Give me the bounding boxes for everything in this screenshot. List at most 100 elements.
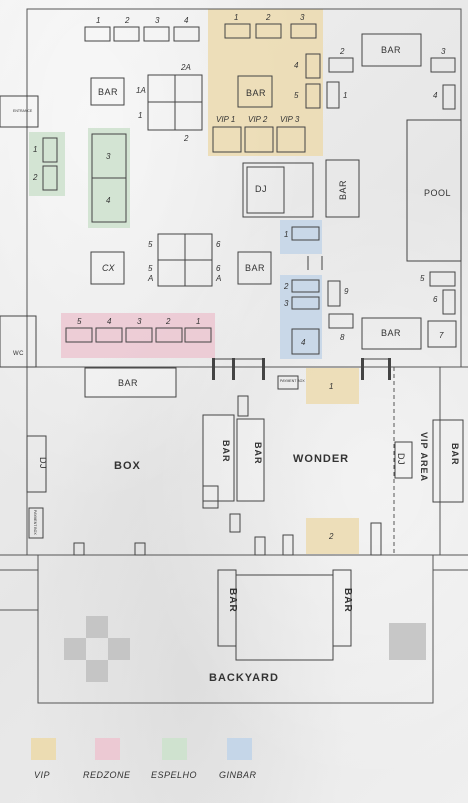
legend-label-vip: VIP (34, 770, 50, 780)
svg-text:BAR: BAR (118, 378, 138, 388)
svg-text:CX: CX (102, 263, 115, 273)
entrance-label: ENTRANCE (13, 109, 33, 113)
bar-center-vertical[interactable] (325, 159, 360, 218)
wc-room[interactable] (0, 315, 37, 368)
svg-text:2A: 2A (180, 63, 191, 72)
svg-text:BAR: BAR (450, 443, 460, 466)
svg-text:3: 3 (441, 47, 446, 56)
svg-text:5: 5 (148, 264, 153, 273)
backyard-label: BACKYARD (209, 672, 279, 684)
vip-3-table[interactable] (276, 126, 306, 153)
svg-text:2: 2 (339, 47, 345, 56)
table-number: 1 (96, 16, 100, 25)
svg-text:3: 3 (155, 16, 160, 25)
vip-zone-1[interactable] (306, 368, 359, 404)
svg-text:4: 4 (107, 317, 112, 326)
ginbar-zone-bottom[interactable] (280, 275, 322, 359)
svg-text:1: 1 (33, 145, 37, 154)
bar-backyard-left[interactable] (217, 569, 237, 647)
ginbar-zone-top[interactable] (280, 220, 322, 254)
legend-swatch-ginbar (227, 738, 252, 760)
svg-text:2: 2 (265, 13, 271, 22)
svg-text:5: 5 (420, 274, 425, 283)
bar-right-lower[interactable] (361, 317, 422, 350)
svg-text:1: 1 (343, 91, 347, 100)
payment-box-lower[interactable] (202, 485, 219, 509)
bar-wonder-side[interactable] (236, 418, 265, 502)
cx-box[interactable] (90, 251, 125, 285)
svg-text:1: 1 (284, 230, 288, 239)
svg-text:1A: 1A (136, 86, 146, 95)
svg-text:5: 5 (77, 317, 82, 326)
bar-vip-area[interactable] (432, 419, 464, 503)
bar-center[interactable] (237, 251, 272, 285)
payment-box-wonder[interactable] (277, 375, 299, 390)
svg-text:4: 4 (294, 61, 299, 70)
svg-text:3: 3 (284, 299, 289, 308)
svg-text:BAR: BAR (338, 180, 348, 200)
svg-text:6: 6 (216, 240, 221, 249)
svg-text:BAR: BAR (98, 87, 118, 97)
svg-text:VIP 1: VIP 1 (216, 115, 235, 124)
pool-label: POOL (424, 188, 451, 198)
wc-label: WC (13, 351, 24, 357)
svg-text:7: 7 (439, 331, 444, 340)
svg-text:2: 2 (124, 16, 130, 25)
svg-text:PAYMENT BOX: PAYMENT BOX (280, 379, 305, 383)
svg-text:2: 2 (328, 532, 334, 541)
vip-1-table[interactable] (212, 126, 242, 153)
svg-text:2: 2 (165, 317, 171, 326)
svg-text:1: 1 (196, 317, 200, 326)
svg-text:9: 9 (344, 287, 349, 296)
entrance-block[interactable] (0, 95, 39, 128)
legend: VIP REDZONE ESPELHO GINBAR (31, 738, 257, 780)
vip-2-table[interactable] (244, 126, 274, 153)
svg-text:DJ: DJ (396, 453, 406, 465)
svg-text:BAR: BAR (245, 263, 265, 273)
bar-top-right[interactable] (361, 33, 422, 67)
svg-text:3: 3 (300, 13, 305, 22)
svg-text:6: 6 (216, 264, 221, 273)
svg-text:VIP 2: VIP 2 (248, 115, 268, 124)
svg-text:PAYMENT BOX: PAYMENT BOX (33, 510, 37, 535)
bar-backyard-right[interactable] (332, 569, 352, 647)
svg-text:2: 2 (183, 134, 189, 143)
svg-text:VIP 3: VIP 3 (280, 115, 300, 124)
payment-box-center[interactable] (237, 395, 249, 417)
dj-booth-wonder[interactable] (394, 441, 413, 479)
svg-text:1: 1 (138, 111, 142, 120)
dj-booth-box[interactable] (26, 435, 47, 493)
box-room-label: BOX (114, 460, 141, 472)
svg-text:BAR: BAR (342, 588, 353, 613)
bar-box-room[interactable] (84, 367, 177, 398)
vip-zone-2[interactable] (306, 518, 359, 554)
redzone-zone[interactable] (61, 313, 215, 358)
svg-text:1: 1 (329, 382, 333, 391)
svg-text:BAR: BAR (221, 440, 231, 463)
legend-label-ginbar: GINBAR (219, 770, 257, 780)
espelho-zone-small[interactable] (29, 132, 65, 196)
svg-text:BAR: BAR (253, 442, 263, 465)
svg-text:A: A (147, 274, 153, 283)
legend-swatch-redzone (95, 738, 120, 760)
legend-label-espelho: ESPELHO (151, 770, 197, 780)
wonder-room-label: WONDER (293, 453, 349, 465)
svg-text:BAR: BAR (227, 588, 238, 613)
svg-text:A: A (215, 274, 221, 283)
payment-box-left[interactable] (28, 507, 44, 539)
vip-zone-top[interactable] (208, 9, 323, 156)
dj-booth-main[interactable] (242, 162, 314, 218)
svg-text:2: 2 (283, 282, 289, 291)
svg-text:DJ: DJ (38, 457, 48, 469)
legend-swatch-espelho (162, 738, 187, 760)
backyard-wall (37, 554, 434, 704)
svg-text:3: 3 (106, 152, 111, 161)
pool[interactable] (406, 119, 462, 262)
bar-vip[interactable] (237, 75, 273, 108)
bar-top-left[interactable] (90, 77, 125, 106)
svg-text:1: 1 (234, 13, 238, 22)
legend-label-redzone: REDZONE (83, 770, 131, 780)
vip-area-label: VIP AREA (419, 432, 429, 482)
svg-text:4: 4 (184, 16, 189, 25)
